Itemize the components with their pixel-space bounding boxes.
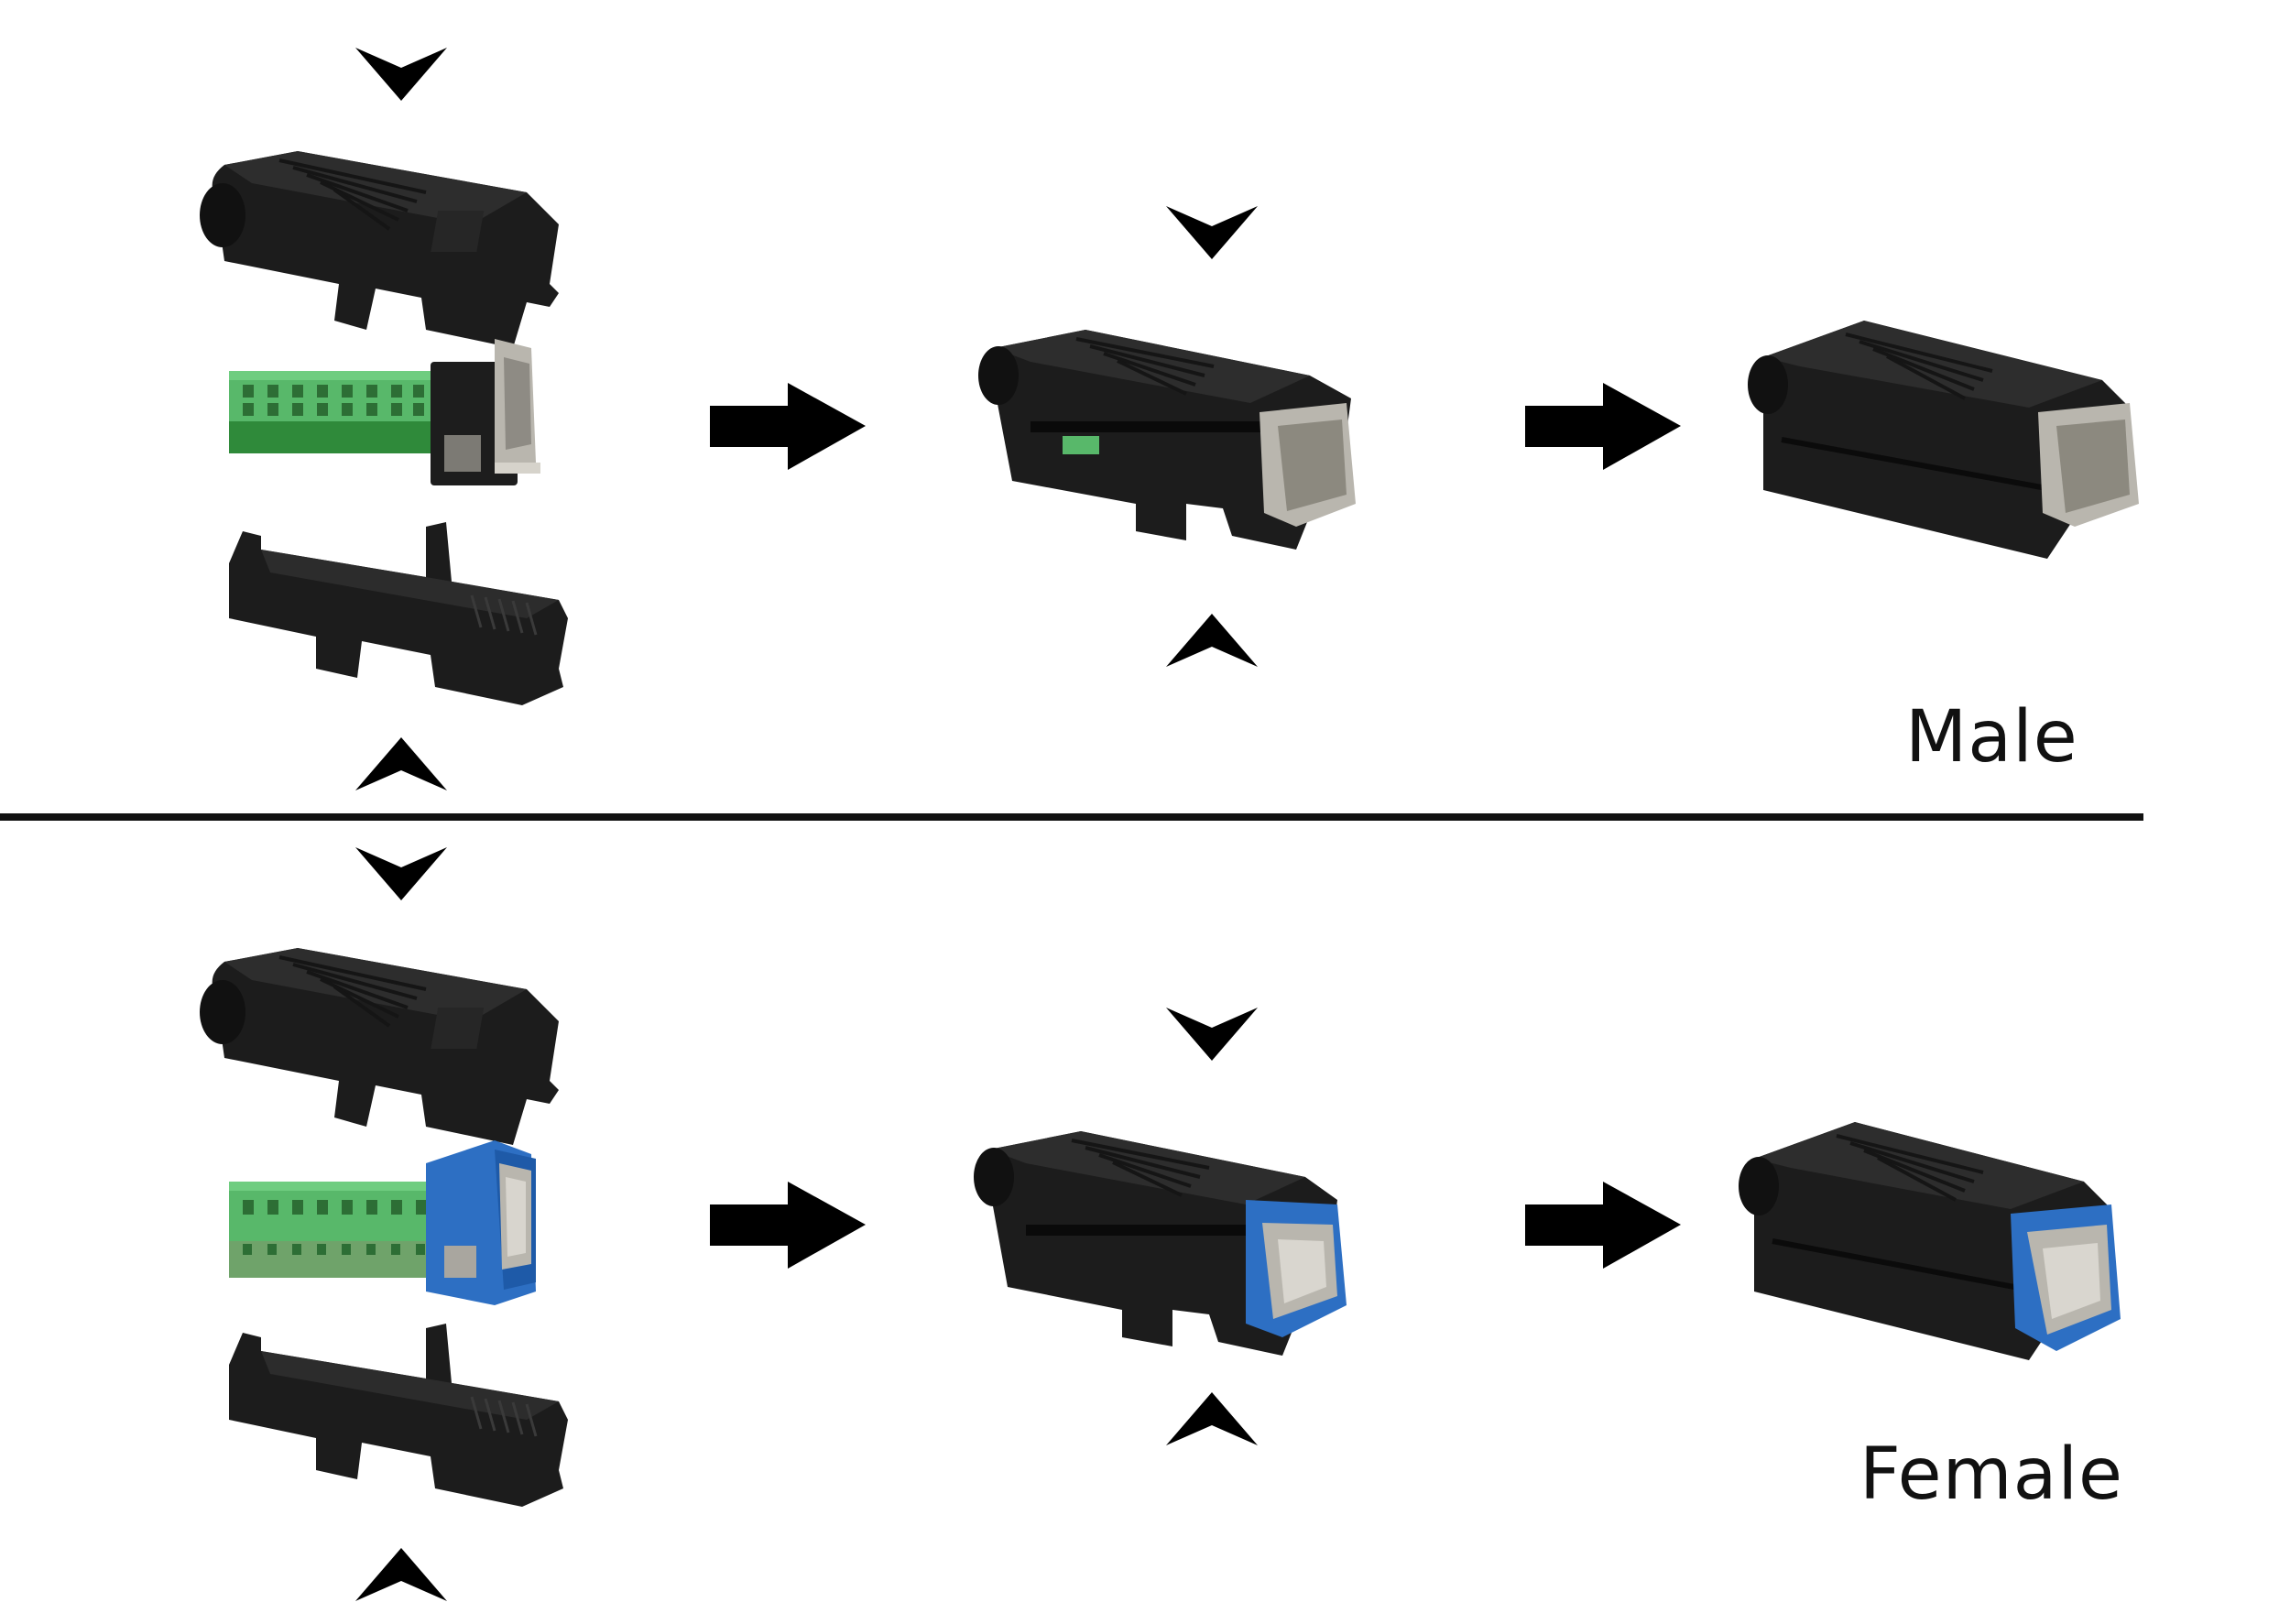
down-triangle-icon: [355, 847, 447, 900]
up-triangle-icon: [1166, 1392, 1258, 1445]
female-assembled: [1736, 1095, 2139, 1369]
down-triangle-icon: [355, 48, 447, 101]
up-triangle-icon: [355, 737, 447, 790]
cover-bottom-part: [206, 1310, 591, 1520]
female-connector-board: [220, 1136, 550, 1319]
right-arrow-icon: [1525, 383, 1681, 470]
male-half-assembled: [976, 275, 1379, 568]
right-arrow-icon: [1525, 1182, 1681, 1269]
divider: [0, 813, 2143, 821]
cover-bottom-part: [206, 508, 591, 719]
right-arrow-icon: [710, 1182, 866, 1269]
down-triangle-icon: [1166, 206, 1258, 259]
up-triangle-icon: [355, 1548, 447, 1601]
down-triangle-icon: [1166, 1008, 1258, 1061]
female-half-assembled: [971, 1076, 1374, 1369]
male-connector-board: [220, 334, 550, 499]
male-assembled: [1745, 293, 2148, 568]
section-label: Female: [1859, 1433, 2124, 1516]
up-triangle-icon: [1166, 614, 1258, 667]
right-arrow-icon: [710, 383, 866, 470]
section-label: Male: [1905, 696, 2078, 779]
